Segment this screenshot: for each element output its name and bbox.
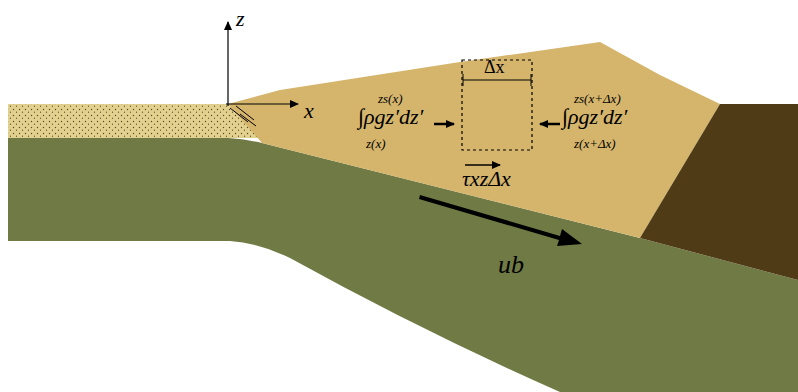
velocity-arrow (419, 195, 582, 246)
toe-thrusts (230, 106, 256, 126)
stress-label: τxzΔx (462, 168, 511, 190)
accretionary-wedge (228, 42, 720, 238)
sediment-layer (8, 104, 262, 138)
axis-label: x (304, 100, 314, 122)
integral-label: ∫ρgz′dz′ (358, 106, 423, 128)
backstop (640, 104, 798, 280)
dimension-label: Δx (484, 58, 505, 76)
z-axis (227, 22, 228, 106)
dx-tick (463, 74, 464, 86)
limit-label: zs(x+Δx) (574, 92, 621, 105)
force-arrow (540, 123, 560, 126)
limit-label: zs(x) (378, 92, 403, 105)
integral-label: ∫ρgz′dz′ (562, 106, 627, 128)
dx-tick (531, 74, 532, 86)
force-arrow (434, 123, 454, 126)
velocity-label: ub (498, 252, 524, 278)
x-axis (226, 103, 298, 104)
limit-label: z(x+Δx) (574, 137, 616, 150)
vector-arrow (465, 164, 500, 166)
limit-label: z(x) (366, 137, 386, 150)
axis-label: z (236, 8, 245, 30)
dx-dimension (463, 80, 531, 81)
